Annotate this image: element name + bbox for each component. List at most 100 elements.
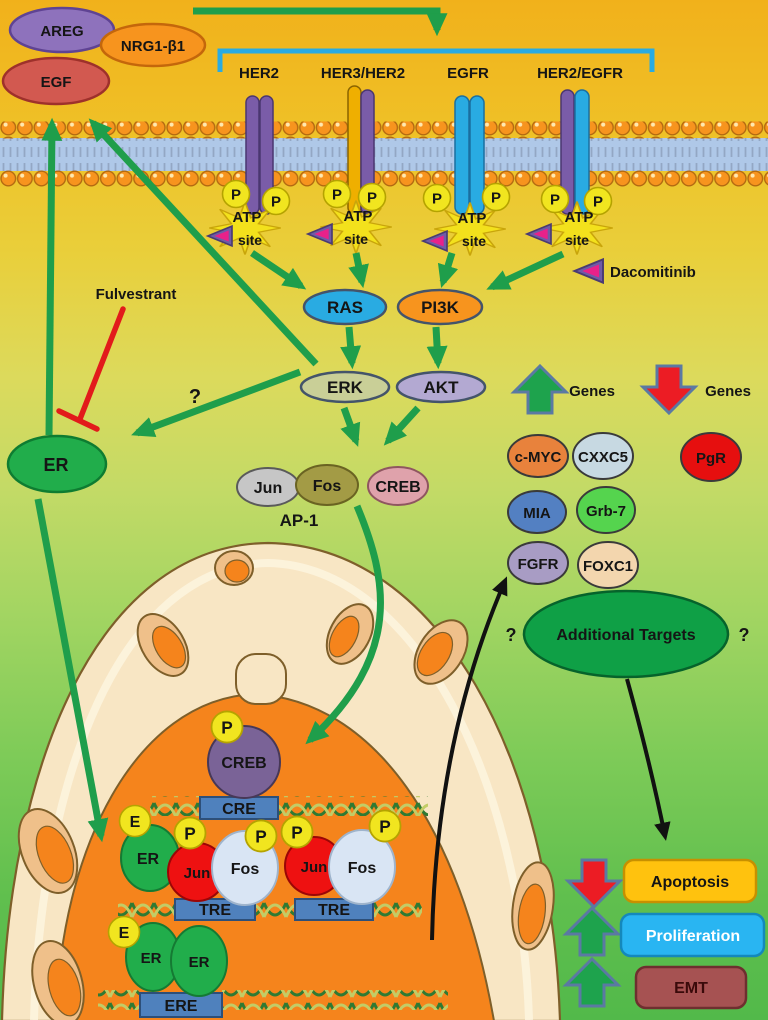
arrow-egfr-to-pi3k bbox=[437, 251, 459, 289]
proliferation-box bbox=[619, 912, 766, 958]
question-mark-left: ? bbox=[506, 625, 517, 645]
phospho-badge bbox=[261, 186, 291, 216]
estrogen-badge bbox=[118, 804, 152, 838]
additional-targets-label: Additional Targets bbox=[556, 627, 695, 644]
dna-segment bbox=[222, 990, 448, 1010]
gene-pgr-label: PgR bbox=[696, 450, 726, 467]
gene-grb7 bbox=[576, 486, 636, 534]
inhibit-cap bbox=[56, 408, 100, 432]
receptor-bar bbox=[469, 95, 485, 215]
ere-box bbox=[139, 992, 223, 1018]
phospho-badge bbox=[221, 179, 251, 209]
receptor-her2 bbox=[245, 95, 274, 215]
dna-segment bbox=[370, 898, 422, 918]
arrow-erk-to-ap1 bbox=[340, 406, 361, 447]
gene-fgfr bbox=[507, 541, 569, 585]
nuclear-pore-lumen bbox=[517, 883, 547, 945]
genes-down-label: Genes bbox=[705, 383, 751, 400]
tre-box bbox=[294, 898, 374, 921]
ligand-areg-label: AREG bbox=[40, 23, 83, 40]
receptor-egfr bbox=[454, 95, 485, 215]
gene-cxxc5 bbox=[572, 432, 634, 480]
ligand-nrg1b1 bbox=[99, 22, 207, 68]
node-akt-label: AKT bbox=[424, 378, 460, 397]
ap1-label: AP-1 bbox=[280, 511, 319, 530]
nuclear-fos bbox=[328, 829, 396, 905]
atp-label: ATP bbox=[565, 209, 594, 226]
question-mark: ? bbox=[189, 386, 201, 408]
tre-box-label: TRE bbox=[199, 902, 231, 919]
gene-cmyc-label: c-MYC bbox=[515, 449, 562, 466]
nuclear-creb-label: CREB bbox=[221, 755, 266, 772]
apoptosis-label: Apoptosis bbox=[651, 874, 729, 891]
node-akt bbox=[395, 370, 487, 404]
gene-mia bbox=[507, 490, 567, 534]
nuclear-jun-label: Jun bbox=[184, 865, 211, 882]
receptor-bar bbox=[560, 89, 575, 215]
nucleus bbox=[0, 541, 562, 1020]
node-erk bbox=[299, 370, 391, 404]
node-ras bbox=[302, 288, 388, 326]
inhibit-line bbox=[77, 306, 126, 422]
phospho-badge bbox=[173, 816, 207, 850]
receptor-bar bbox=[245, 95, 260, 215]
node-pi3k bbox=[396, 288, 484, 326]
nuclear-pore-lumen bbox=[416, 631, 454, 677]
nuclear-fos-label: Fos bbox=[231, 861, 260, 878]
nuclear-er-label: ER bbox=[141, 950, 162, 967]
arrow-er-to-egf bbox=[41, 117, 63, 436]
question-mark-right: ? bbox=[739, 625, 750, 645]
additional-targets-ellipse bbox=[522, 589, 730, 679]
dna-segment bbox=[118, 898, 176, 918]
atp-label: ATP bbox=[458, 210, 487, 227]
ligand-egf-label: EGF bbox=[41, 74, 72, 91]
node-er-label: ER bbox=[43, 455, 68, 475]
node-er bbox=[6, 434, 108, 494]
nuclear-er bbox=[170, 925, 228, 997]
site-label: site bbox=[462, 233, 486, 249]
genes-down-arrow bbox=[639, 364, 699, 416]
arrow-targets-to-apoptosis bbox=[625, 678, 671, 841]
tre-box-label: TRE bbox=[318, 902, 350, 919]
nuclear-pore-lumen bbox=[47, 958, 82, 1017]
gene-foxc1-label: FOXC1 bbox=[583, 558, 633, 575]
receptor-her3her2-label: HER3/HER2 bbox=[321, 65, 405, 82]
phospho-badge bbox=[280, 815, 314, 849]
emt-label: EMT bbox=[674, 980, 708, 997]
receptor-her2egfr-label: HER2/EGFR bbox=[537, 65, 623, 82]
fulvestrant-label: Fulvestrant bbox=[96, 286, 177, 303]
nuclear-fos-label: Fos bbox=[348, 860, 377, 877]
fulvestrant-inhibition bbox=[56, 306, 126, 432]
genes-up-arrow bbox=[510, 363, 570, 415]
dacomitinib-legend-label: Dacomitinib bbox=[610, 264, 696, 281]
lipid-heads-top bbox=[0, 121, 768, 139]
receptor-family-bracket bbox=[217, 48, 655, 72]
dna-segment bbox=[253, 898, 296, 918]
cre-box-label: CRE bbox=[222, 801, 256, 818]
node-fos-label: Fos bbox=[313, 478, 342, 495]
dna-segment bbox=[98, 990, 142, 1010]
arrow-tre-to-fgfr bbox=[430, 576, 508, 941]
gene-grb7-label: Grb-7 bbox=[586, 503, 626, 520]
phospho-badge bbox=[322, 179, 352, 209]
arrow-pi3k-to-akt bbox=[426, 326, 448, 370]
apoptosis-box bbox=[622, 858, 758, 904]
nuclear-creb bbox=[207, 725, 281, 799]
receptor-her2-label: HER2 bbox=[239, 65, 279, 82]
lipid-heads-bottom bbox=[0, 170, 768, 188]
site-label: site bbox=[238, 232, 262, 248]
apoptosis-down-arrow bbox=[564, 858, 624, 910]
phospho-badge bbox=[244, 819, 278, 853]
receptor-bar bbox=[454, 95, 470, 215]
gene-foxc1 bbox=[577, 541, 639, 589]
phospho-badge bbox=[368, 809, 402, 843]
node-creb bbox=[367, 466, 429, 506]
phospho-badge bbox=[210, 710, 244, 744]
node-fos bbox=[295, 464, 359, 506]
plasma-membrane bbox=[0, 121, 768, 188]
node-ras-label: RAS bbox=[327, 298, 363, 317]
gene-pgr bbox=[680, 432, 742, 482]
receptor-her2-egfr bbox=[560, 89, 590, 215]
arrow-er-to-nucleus bbox=[34, 498, 109, 843]
